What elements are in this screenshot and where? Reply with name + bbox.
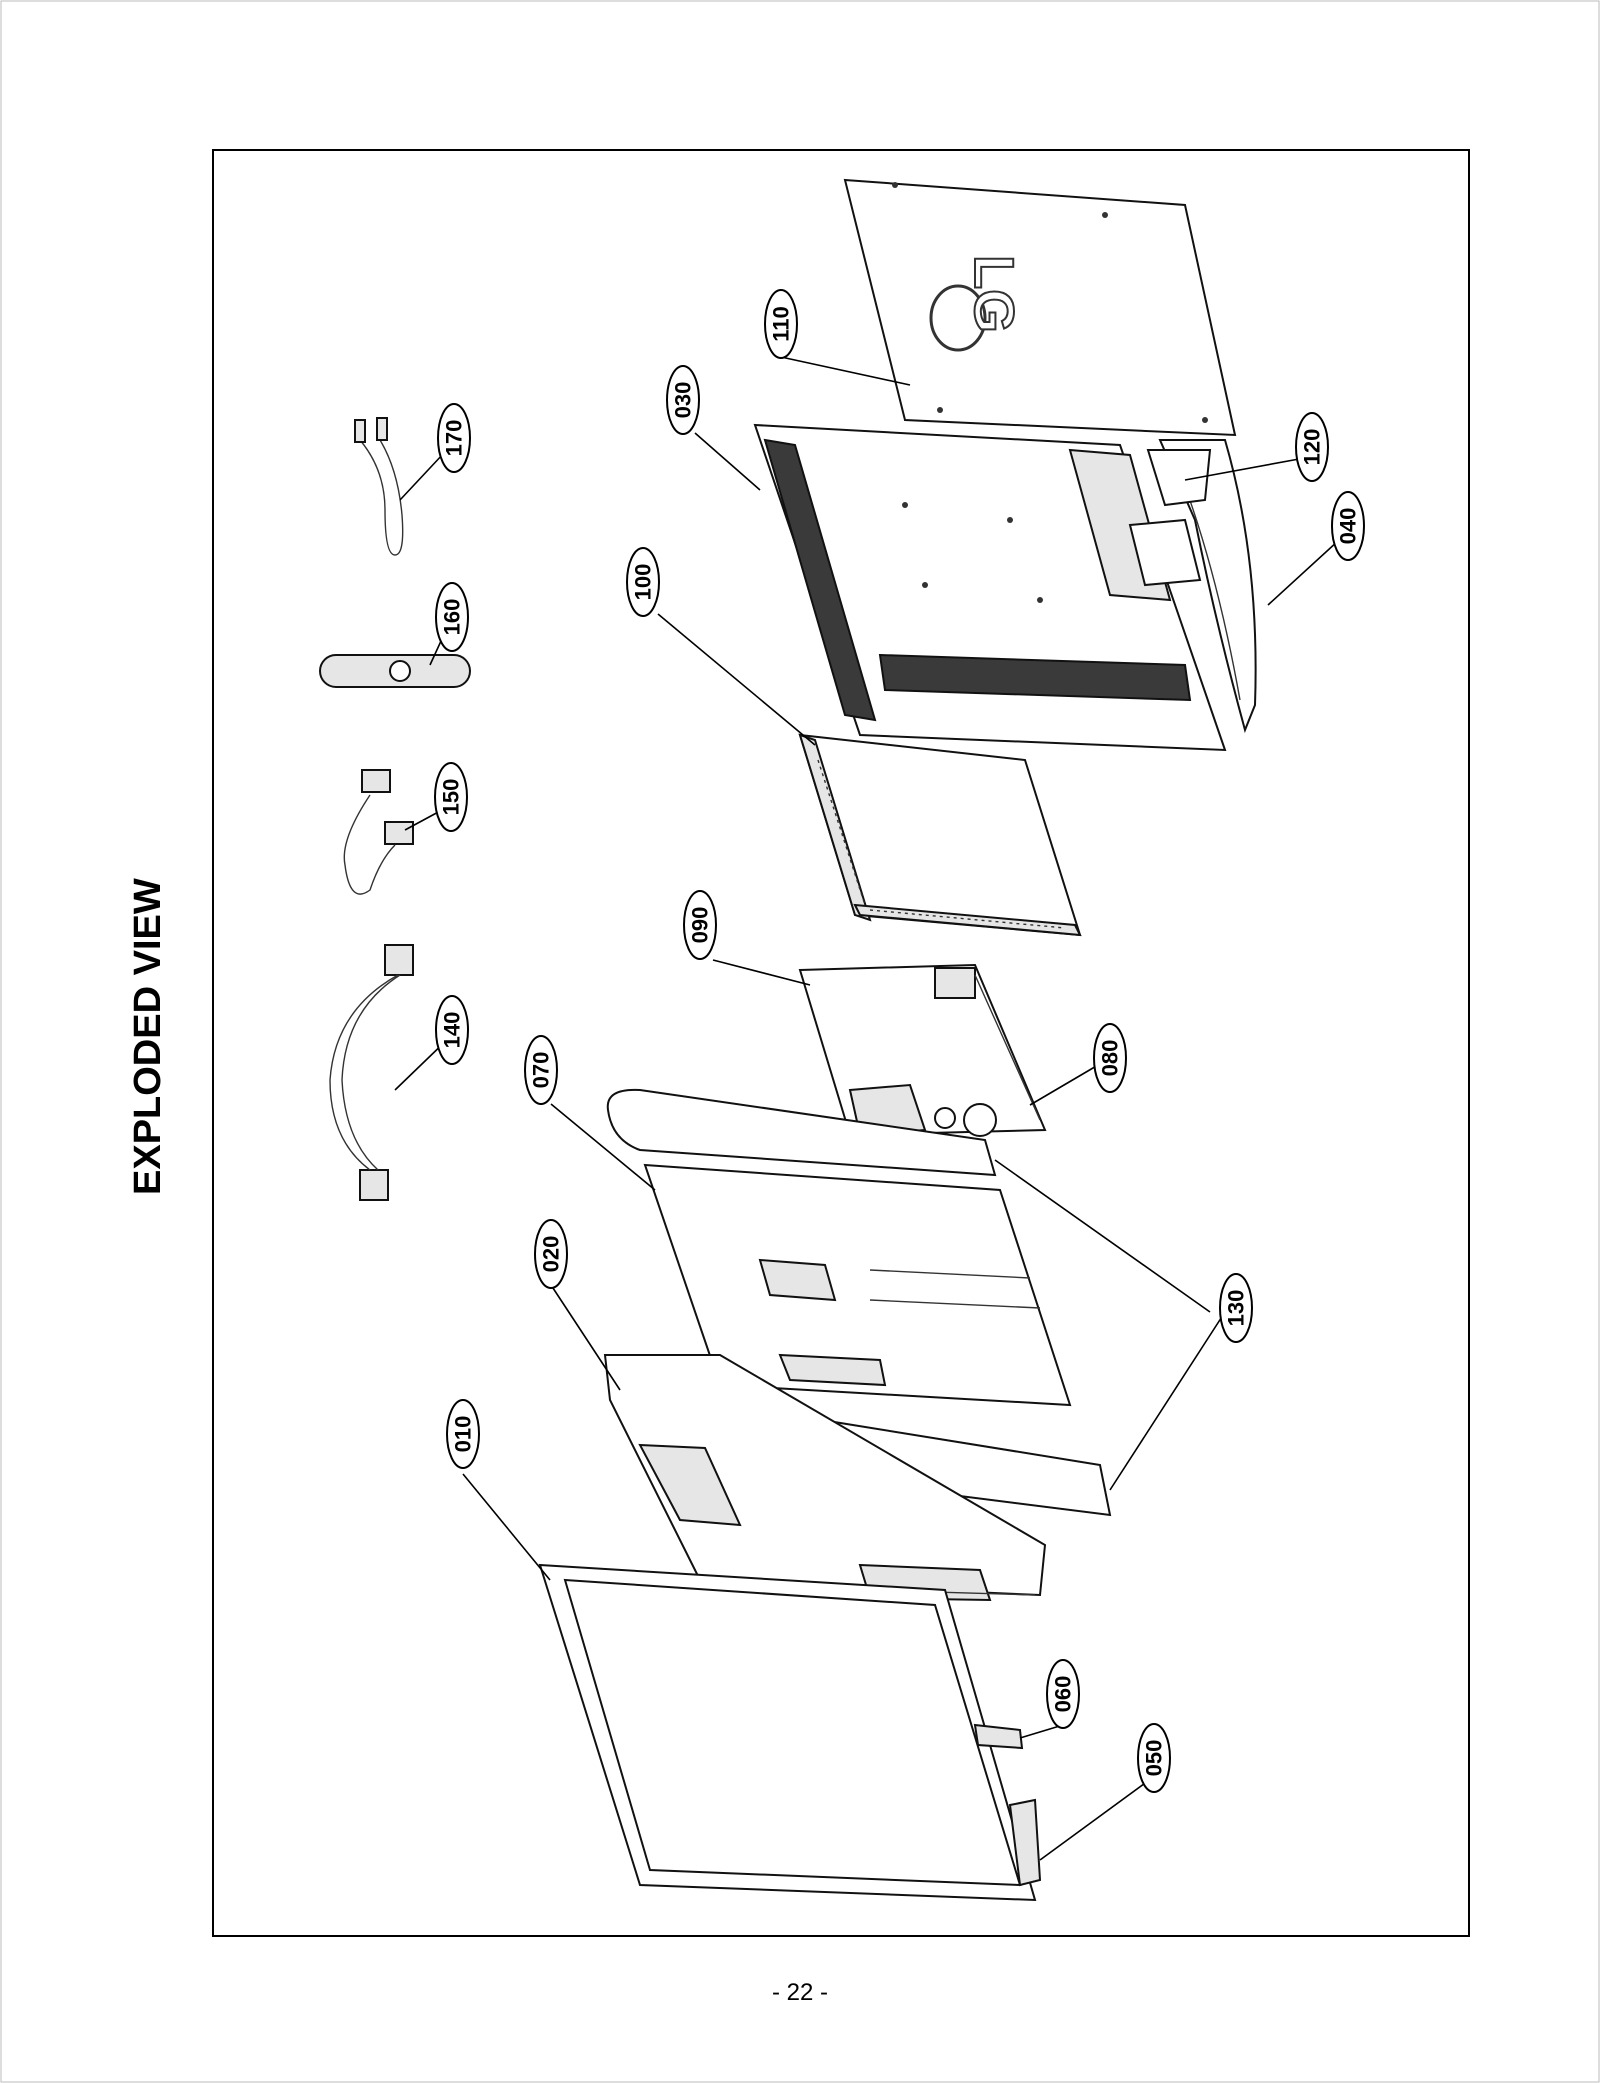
callout-130-label: 130: [1224, 1290, 1249, 1327]
callout-170: 170: [437, 403, 471, 473]
part-150-dvi-cable: [343, 769, 414, 895]
callout-140: 140: [435, 995, 469, 1065]
callout-130: 130: [1219, 1273, 1253, 1343]
brand-logo: LG: [963, 255, 1026, 333]
page-title: EXPLODED VIEW: [127, 878, 169, 1195]
part-160-remote-control: [319, 654, 471, 688]
part-030-rear-case: [753, 423, 1227, 752]
callout-030: 030: [666, 365, 700, 435]
callout-110-label: 110: [769, 306, 794, 342]
callout-070-label: 070: [529, 1052, 554, 1089]
part-090-main-board: [798, 963, 1047, 1137]
part-110-back-cover: LG: [843, 178, 1237, 437]
callout-100-label: 100: [631, 564, 656, 601]
callout-170-label: 170: [442, 420, 467, 457]
part-140-signal-cable: [329, 944, 414, 1201]
callout-120: 120: [1295, 412, 1329, 482]
callout-010-label: 010: [451, 1416, 476, 1453]
callout-120-label: 120: [1300, 429, 1325, 466]
callout-020-label: 020: [539, 1236, 564, 1273]
callout-110: 110: [764, 289, 798, 359]
callout-140-label: 140: [440, 1012, 465, 1049]
callout-100: 100: [626, 547, 660, 617]
callout-080: 080: [1093, 1023, 1127, 1093]
part-100-shield-case: [798, 733, 1082, 937]
callout-010: 010: [446, 1399, 480, 1469]
part-060-bracket: [973, 1723, 1024, 1750]
callout-060: 060: [1046, 1659, 1080, 1729]
callout-150-label: 150: [439, 779, 464, 816]
callout-020: 020: [534, 1219, 568, 1289]
part-020-panel-frame: [603, 1354, 1047, 1602]
callout-160-label: 160: [440, 599, 465, 636]
callout-050: 050: [1137, 1723, 1171, 1793]
callout-090-label: 090: [688, 907, 713, 944]
part-170-audio-cable: [354, 417, 404, 556]
callout-160: 160: [435, 582, 469, 652]
callout-090: 090: [683, 890, 717, 960]
callout-080-label: 080: [1098, 1040, 1123, 1077]
callout-040-label: 040: [1336, 508, 1361, 545]
part-050-key-board: [1008, 1798, 1042, 1887]
part-070-metal-frame: [643, 1163, 1072, 1407]
callout-050-label: 050: [1142, 1740, 1167, 1777]
drawing-frame: [212, 149, 1470, 1937]
callout-150: 150: [434, 762, 468, 832]
page-number: - 22 -: [772, 1979, 828, 2006]
callout-070: 070: [524, 1035, 558, 1105]
callout-030-label: 030: [671, 382, 696, 419]
callout-060-label: 060: [1051, 1676, 1076, 1713]
part-010-front-cabinet: [538, 1563, 1037, 1902]
callout-040: 040: [1331, 491, 1365, 561]
